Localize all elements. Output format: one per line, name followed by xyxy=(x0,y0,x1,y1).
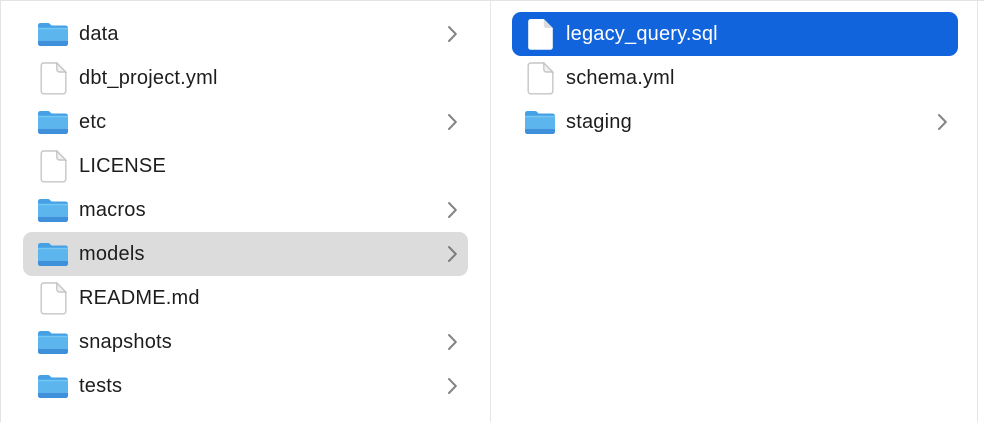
chevron-right-icon xyxy=(447,378,457,394)
file-row-LICENSE[interactable]: LICENSE xyxy=(23,144,468,188)
item-label: data xyxy=(79,22,119,45)
chevron-right-icon xyxy=(447,334,457,350)
folder-icon xyxy=(38,243,68,266)
item-label: schema.yml xyxy=(566,66,675,89)
item-label: etc xyxy=(79,110,107,133)
file-icon xyxy=(527,61,554,94)
folder-icon xyxy=(38,23,68,46)
folder-row-models[interactable]: models xyxy=(23,232,468,276)
folder-row-staging[interactable]: staging xyxy=(512,100,958,144)
folder-icon xyxy=(38,111,68,134)
file-icon xyxy=(40,61,67,94)
item-label: tests xyxy=(79,374,123,397)
file-row-dbt_project.yml[interactable]: dbt_project.yml xyxy=(23,56,468,100)
folder-row-macros[interactable]: macros xyxy=(23,188,468,232)
chevron-right-icon xyxy=(937,114,947,130)
file-row-README.md[interactable]: README.md xyxy=(23,276,468,320)
file-icon xyxy=(527,18,553,50)
folder-icon xyxy=(38,199,68,222)
file-column-empty xyxy=(978,1,984,422)
folder-row-snapshots[interactable]: snapshots xyxy=(23,320,468,364)
folder-row-data[interactable]: data xyxy=(23,12,468,56)
chevron-right-icon xyxy=(447,26,457,42)
file-column-current: legacy_query.sql schema.yml staging xyxy=(491,1,978,422)
folder-row-tests[interactable]: tests xyxy=(23,364,468,408)
item-label: README.md xyxy=(79,286,200,309)
file-icon xyxy=(40,149,67,182)
item-label: snapshots xyxy=(79,330,172,353)
item-label: LICENSE xyxy=(79,154,166,177)
folder-row-etc[interactable]: etc xyxy=(23,100,468,144)
file-icon xyxy=(40,281,67,314)
item-label: legacy_query.sql xyxy=(566,22,718,45)
chevron-right-icon xyxy=(447,202,457,218)
chevron-right-icon xyxy=(447,246,457,262)
folder-icon xyxy=(38,331,68,354)
folder-icon xyxy=(38,375,68,398)
item-label: models xyxy=(79,242,145,265)
item-label: dbt_project.yml xyxy=(79,66,218,89)
chevron-right-icon xyxy=(447,114,457,130)
file-row-schema.yml[interactable]: schema.yml xyxy=(512,56,958,100)
item-label: staging xyxy=(566,110,632,133)
file-row-legacy_query.sql[interactable]: legacy_query.sql xyxy=(512,12,958,56)
folder-icon xyxy=(525,111,555,134)
item-label: macros xyxy=(79,198,146,221)
file-column-parent: data dbt_project.yml etc LICENSE macros xyxy=(1,1,491,422)
